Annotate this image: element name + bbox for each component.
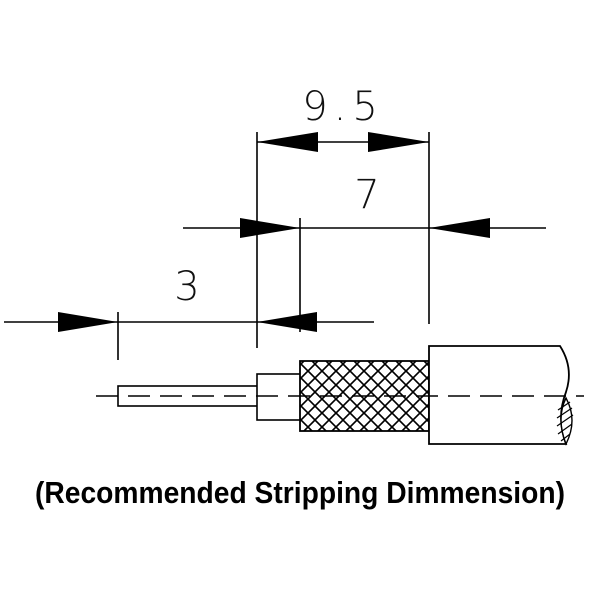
arrowhead-7-right	[429, 218, 490, 238]
outer-jacket	[428, 345, 570, 445]
dimension-label-9-5: 9.5	[302, 84, 384, 130]
arrowhead-7-left	[240, 218, 300, 238]
dielectric-insulation	[256, 373, 302, 421]
diagram-caption: (Recommended Stripping Dimmension)	[35, 475, 565, 510]
arrowhead-9-5-right	[368, 132, 429, 152]
dimension-label-3: 3	[174, 264, 199, 310]
arrowhead-3-left	[58, 312, 118, 332]
arrowhead-3-right	[257, 312, 317, 332]
arrowhead-9-5-left	[257, 132, 318, 152]
coax-cable	[96, 345, 584, 446]
dimension-7	[183, 218, 546, 332]
dimension-label-7: 7	[354, 172, 379, 218]
dimension-9-5	[256, 132, 430, 348]
jacket-break-hatch-lines	[556, 401, 574, 442]
